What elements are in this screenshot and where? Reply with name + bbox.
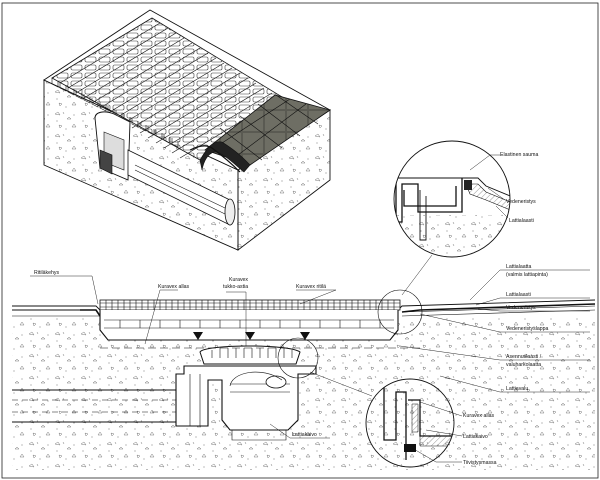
label-vedeneristyslappa: Vedeneristyslappa: [506, 326, 549, 332]
label-ritilakehys: Ritiläkehys: [34, 270, 59, 276]
label-kuravex-allas-top: Kuravex allas: [158, 284, 190, 290]
isometric-view: [43, 9, 331, 251]
section-channel: [99, 310, 399, 341]
label-lattialaatta-1: Lattialaatta: [506, 264, 531, 270]
section-floor-drain: [175, 365, 317, 431]
label-vedeneristys: Vedeneristys: [506, 305, 536, 311]
label-kuravex-allas-bottom: Kuravex allas: [463, 413, 495, 419]
iso-grate: [51, 17, 293, 161]
iso-waterproofing-layer: [199, 141, 251, 173]
label-lattiakaivo-detail: Lattiakaivo: [463, 434, 488, 440]
label-elastinen-sauma: Elastinen sauma: [500, 152, 538, 158]
label-kuravex-ritila: Kuravex ritilä: [296, 284, 326, 290]
section-detail-marker-right: [277, 337, 319, 379]
label-kuravex-tukko-2: tukko-astia: [223, 284, 248, 290]
section-drain-basket: [199, 345, 301, 365]
label-kuravex-tukko-1: Kuravex: [229, 277, 248, 283]
section-view: [12, 289, 596, 470]
iso-drain-cutaway: [94, 111, 236, 226]
label-lattialaasti-top: Lattialaasti: [509, 218, 534, 224]
section-labels: Ritiläkehys Kuravex allas Kuravex tukko-…: [30, 264, 590, 439]
label-vedeneristys-top: Vedeneristys: [506, 199, 536, 205]
section-concrete-fill: [12, 318, 595, 470]
label-lattialaatta-2: (valmis lattiapinta): [506, 272, 548, 278]
label-asennuslaasti-2: valuharkolaatta: [506, 362, 541, 368]
detail-circle-bottom: Kuravex allas Lattiakaivo Tiivistysmassa: [365, 378, 497, 468]
label-tiivistysmassa: Tiivistysmassa: [463, 460, 497, 466]
label-lattiakaivo-main: Lattiakaivo: [292, 432, 317, 438]
section-detail-marker-left: [377, 289, 423, 335]
label-asennuslaasti-1: Asennuslaasti /: [506, 354, 542, 360]
label-lattiavalu: Lattiavalu: [506, 386, 528, 392]
label-lattialaasti: Lattialaasti: [506, 292, 531, 298]
